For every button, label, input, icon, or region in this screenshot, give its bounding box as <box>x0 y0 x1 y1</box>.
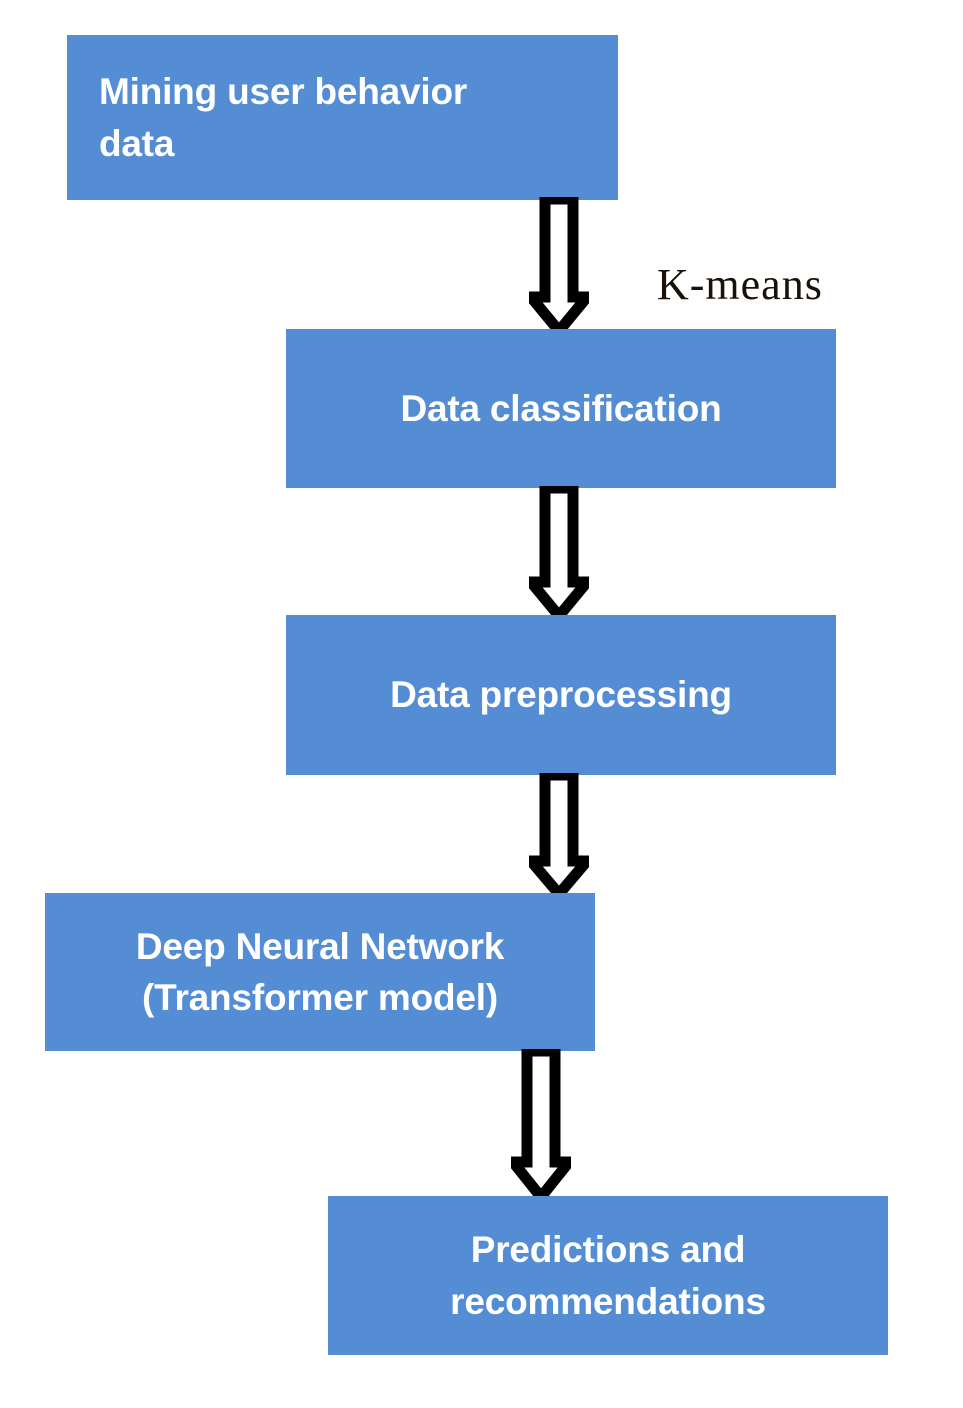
flow-node-data-classification[interactable]: Data classification <box>286 329 836 488</box>
flow-node-deep-neural-network[interactable]: Deep Neural Network (Transformer model) <box>45 893 595 1051</box>
flow-node-label-line: Deep Neural Network <box>135 925 505 967</box>
flow-node-label-line: Mining user behavior <box>99 71 468 113</box>
down-block-arrow-icon <box>529 773 589 896</box>
flow-node-label-line: recommendations <box>450 1280 766 1322</box>
flow-node-data-preprocessing[interactable]: Data preprocessing <box>286 615 836 775</box>
edge-label-k-means: K-means <box>657 260 823 309</box>
flow-node-mining-user-behavior-data[interactable]: Mining user behavior data <box>67 35 618 200</box>
flow-node-label-line: (Transformer model) <box>142 977 498 1018</box>
flow-node-label-line: Data preprocessing <box>390 674 732 716</box>
down-block-arrow-icon <box>529 197 589 333</box>
flow-node-label-line: Data classification <box>400 387 722 429</box>
flow-node-predictions-and-recommendations[interactable]: Predictions and recommendations <box>328 1196 888 1355</box>
down-block-arrow-icon <box>511 1049 571 1199</box>
flow-node-label-line: Predictions and <box>470 1229 746 1271</box>
flow-node-label-line: data <box>99 122 175 164</box>
down-block-arrow-icon <box>529 486 589 618</box>
